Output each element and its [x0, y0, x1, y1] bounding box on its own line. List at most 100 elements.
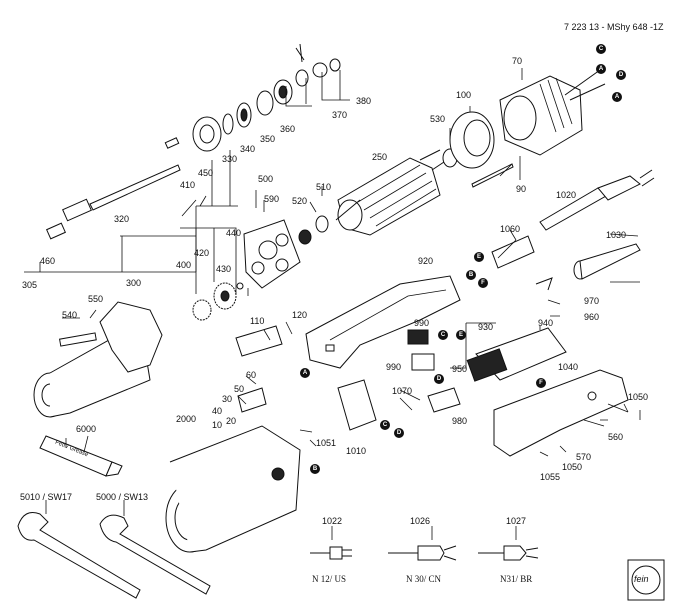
- part-label-570: 570: [576, 452, 592, 462]
- document-id: 7 223 13 - MShy 648 -1Z: [564, 22, 664, 32]
- part-label-300: 300: [126, 278, 142, 288]
- marker-b-contact: B: [310, 464, 320, 474]
- part-label-40: 40: [212, 406, 223, 416]
- part-label-305: 305: [22, 280, 38, 290]
- part-label-350: 350: [260, 134, 276, 144]
- wrench-5010: [17, 512, 141, 599]
- part-label-400: 400: [176, 260, 192, 270]
- part-label-450: 450: [198, 168, 214, 178]
- marker-d-block: D: [434, 374, 444, 384]
- plug-us: [310, 546, 352, 560]
- part-label-440: 440: [226, 228, 242, 238]
- part-label-410: 410: [180, 180, 196, 190]
- part-label-360: 360: [280, 124, 296, 134]
- part-label-460: 460: [40, 256, 56, 266]
- part-label-1070: 1070: [392, 386, 413, 396]
- cover-plate-110: [235, 325, 283, 357]
- part-label-990b: 990: [386, 362, 402, 372]
- field-ring-100: [449, 111, 495, 169]
- grease-tube-6000: [39, 435, 123, 477]
- part-label-1050a: 1050: [628, 392, 649, 402]
- part-label-50: 50: [234, 384, 245, 394]
- part-label-510: 510: [316, 182, 332, 192]
- part-label-430: 430: [216, 264, 232, 274]
- part-label-380: 380: [356, 96, 372, 106]
- electronics-930: [466, 327, 567, 382]
- part-label-1060: 1060: [500, 224, 521, 234]
- part-label-1050b: 1050: [562, 462, 583, 472]
- part-label-100: 100: [456, 90, 472, 100]
- part-label-420: 420: [194, 248, 210, 258]
- part-label-1020: 1020: [556, 190, 577, 200]
- part-label-930: 930: [478, 322, 494, 332]
- part-label-90: 90: [516, 184, 527, 194]
- block-990b: [411, 353, 435, 371]
- part-label-980: 980: [452, 416, 468, 426]
- part-label-520: 520: [292, 196, 308, 206]
- part-label-30: 30: [222, 394, 233, 404]
- bracket-980: [427, 387, 461, 413]
- part-label-6000: 6000: [76, 424, 97, 434]
- part-label-60: 60: [246, 370, 257, 380]
- marker-f-cover: F: [536, 378, 546, 388]
- switch-1060: [491, 235, 553, 291]
- marker-c-stator: C: [596, 44, 606, 54]
- part-label-560: 560: [608, 432, 624, 442]
- part-label-250: 250: [372, 152, 388, 162]
- plug-caption-us: N 12/ US: [312, 574, 347, 584]
- marker-f-switch: F: [478, 278, 488, 288]
- part-label-500: 500: [258, 174, 274, 184]
- part-label-550: 550: [88, 294, 104, 304]
- part-label-340: 340: [240, 144, 256, 154]
- part-label-1027: 1027: [506, 516, 527, 526]
- handle-shell-920: [305, 275, 461, 369]
- marker-e-block: E: [456, 330, 466, 340]
- marker-a-contact: A: [300, 368, 310, 378]
- motor-housing-2000: [165, 425, 301, 553]
- part-label-5000: 5000 / SW13: [96, 492, 149, 502]
- part-label-1010: 1010: [346, 446, 367, 456]
- gears-420: [192, 282, 244, 321]
- handle-cover-1040: [493, 369, 629, 457]
- cable-sleeve-1030: [573, 243, 641, 280]
- screw-90: [471, 163, 514, 188]
- part-label-590: 590: [264, 194, 280, 204]
- fein-logo: [627, 559, 665, 601]
- part-label-950: 950: [452, 364, 468, 374]
- part-label-370: 370: [332, 110, 348, 120]
- part-label-330: 330: [222, 154, 238, 164]
- part-label-20: 20: [226, 416, 237, 426]
- part-label-320: 320: [114, 214, 130, 224]
- part-label-540: 540: [62, 310, 78, 320]
- part-label-10: 10: [212, 420, 223, 430]
- part-label-110: 110: [250, 316, 265, 326]
- marker-c-block: C: [438, 330, 448, 340]
- part-label-1022: 1022: [322, 516, 343, 526]
- contact-10: [237, 387, 267, 413]
- part-label-5010: 5010 / SW17: [20, 492, 73, 502]
- armature-250: [298, 148, 458, 245]
- part-label-1026: 1026: [410, 516, 431, 526]
- part-label-70: 70: [512, 56, 523, 66]
- part-label-1055: 1055: [540, 472, 561, 482]
- marker-e-switch: E: [474, 252, 484, 262]
- bearing-stack: [192, 43, 341, 152]
- stator-70: [499, 69, 606, 156]
- block-990a: [407, 329, 429, 345]
- part-label-940: 940: [538, 318, 554, 328]
- marker-a-stator-2: A: [612, 92, 622, 102]
- part-label-1051: 1051: [316, 438, 337, 448]
- leader-lines: [24, 68, 641, 516]
- marker-a-stator: A: [596, 64, 606, 74]
- plug-caption-cn: N 30/ CN: [406, 574, 442, 584]
- plate-1010: [337, 379, 377, 431]
- marker-d-contact: D: [394, 428, 404, 438]
- part-label-1030: 1030: [606, 230, 627, 240]
- plug-caption-br: N31/ BR: [500, 574, 533, 584]
- marker-c-contact: C: [380, 420, 390, 430]
- plug-br: [478, 545, 539, 561]
- spindle-shaft-320: [45, 137, 181, 240]
- part-label-920: 920: [418, 256, 434, 266]
- gear-plate-500: [243, 219, 301, 289]
